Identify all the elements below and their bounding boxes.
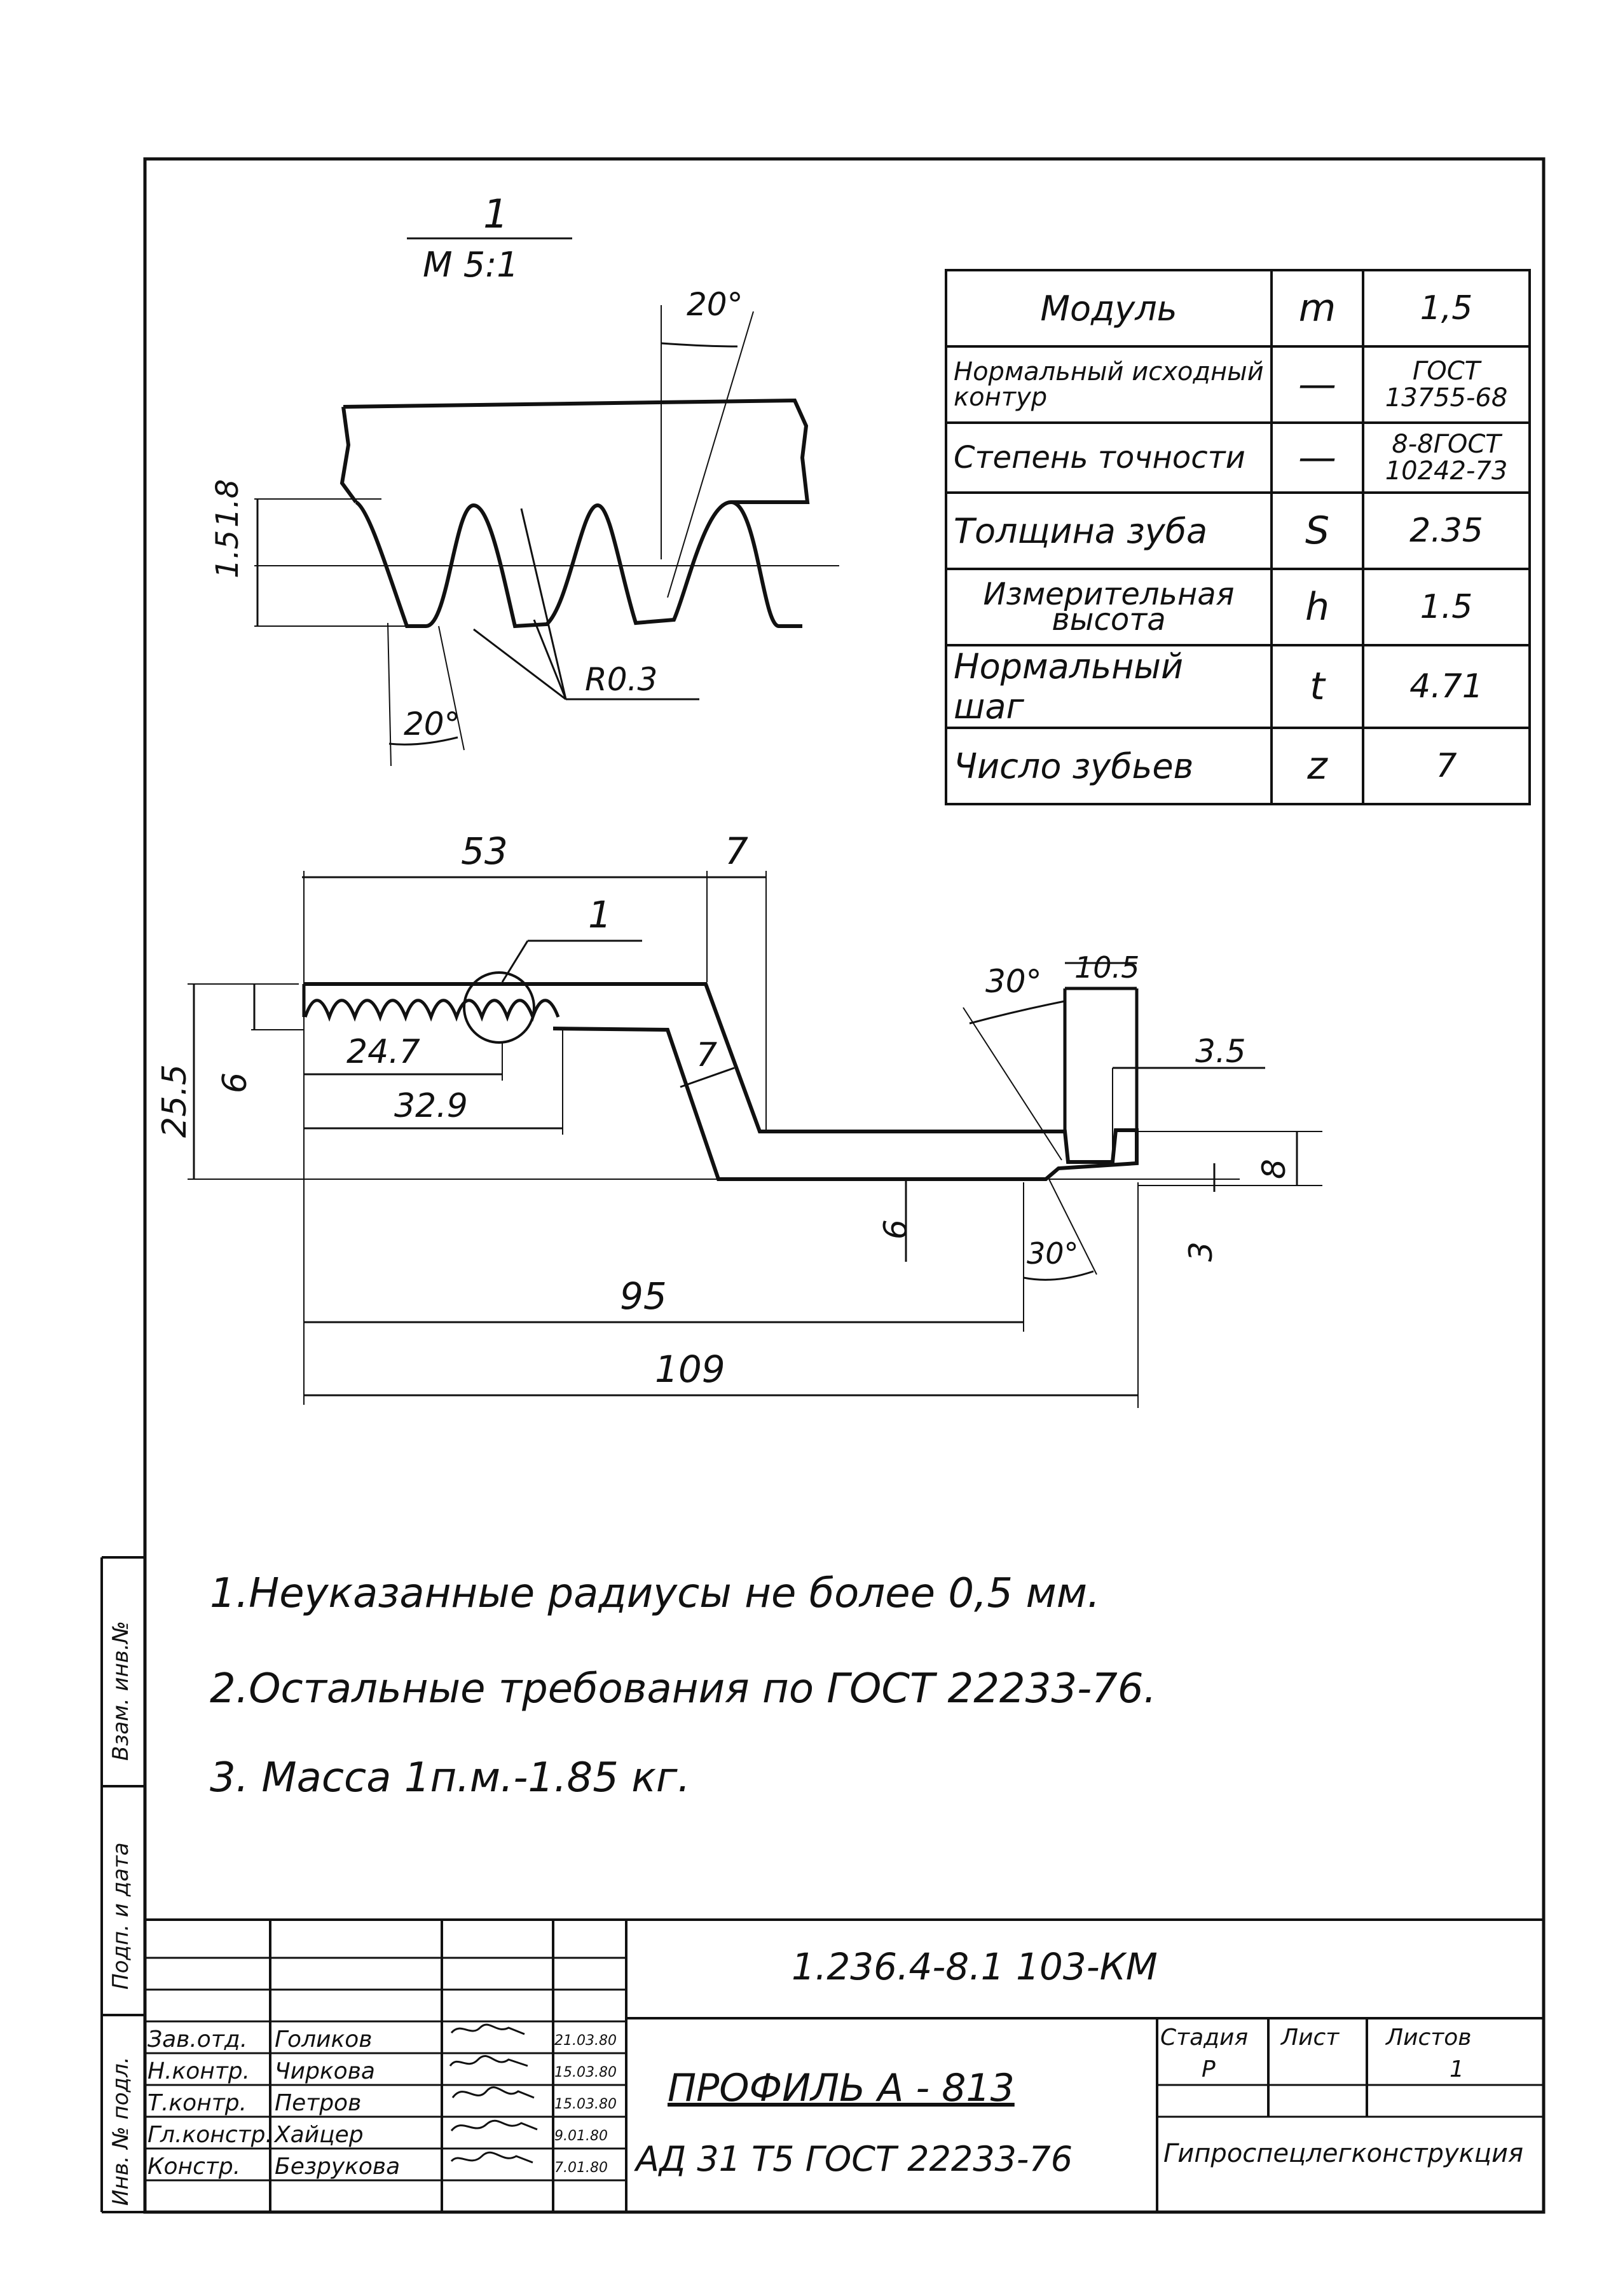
stamp-vzam-inv: Взам. инв.№ (108, 1620, 134, 1761)
profile-section-outline (304, 982, 1139, 1181)
stage-value: Р (1202, 2056, 1216, 2082)
sheets-label: Листов (1386, 2025, 1472, 2051)
note-3: 3. Масса 1п.м.-1.85 кг. (210, 1754, 690, 1801)
signer-name: Петров (275, 2090, 362, 2116)
signer-date: 21.03.80 (554, 2033, 617, 2049)
signer-role: Т.контр. (147, 2090, 247, 2116)
signer-date: 15.03.80 (554, 2065, 617, 2081)
param-name: Нормальный шаг (945, 644, 1273, 729)
detail-dim-1-5: 1.5 (210, 530, 245, 578)
param-value: 2.35 (1362, 491, 1531, 570)
param-value: 1,5 (1362, 269, 1531, 348)
param-name: Степень точности (945, 421, 1273, 494)
document-code: 1.236.4-8.1 103-КМ (792, 1945, 1158, 1988)
signature-khaitser (450, 2119, 538, 2132)
param-symbol: — (1270, 421, 1364, 494)
rack-teeth (303, 999, 560, 1022)
param-value: 1.5 (1362, 568, 1531, 646)
param-symbol: h (1270, 568, 1364, 646)
signer-name: Безрукова (275, 2154, 401, 2180)
param-symbol: — (1270, 345, 1364, 424)
stamp-sign-date: Подп. и дата (108, 1842, 134, 1990)
param-symbol: S (1270, 491, 1364, 570)
dim-7-top: 7 (725, 830, 748, 873)
sheet-label: Лист (1281, 2025, 1340, 2051)
note-1: 1.Неуказанные радиусы не более 0,5 мм. (210, 1570, 1100, 1617)
dim-10-5: 10.5 (1074, 950, 1140, 985)
drawing-frame (143, 157, 1546, 2214)
param-name: Измерительная высота (945, 568, 1273, 646)
tooth-detail-outline (339, 398, 810, 629)
title-line-2: АД 31 Т5 ГОСТ 22233-76 (636, 2139, 1073, 2179)
signer-role: Зав.отд. (147, 2026, 248, 2053)
signer-date: 15.03.80 (554, 2096, 617, 2112)
title-line-1: ПРОФИЛЬ А - 813 (668, 2066, 1015, 2110)
signer-date: 7.01.80 (554, 2160, 608, 2176)
detail-scale: M 5:1 (423, 245, 519, 285)
dim-7-diag: 7 (696, 1036, 718, 1074)
param-value: 4.71 (1362, 644, 1531, 729)
detail-dim-1-8: 1.8 (210, 479, 245, 528)
dim-53: 53 (461, 830, 508, 873)
dim-callout-1: 1 (588, 893, 612, 936)
dim-109: 109 (655, 1348, 725, 1391)
dim-6-mid: 6 (877, 1219, 914, 1240)
dim-24-7: 24.7 (346, 1033, 420, 1071)
dim-32-9: 32.9 (394, 1087, 468, 1125)
param-name: Толщина зуба (945, 491, 1273, 570)
param-name: Модуль (945, 269, 1273, 348)
signature-chirkova (449, 2055, 528, 2067)
signature-petrov (451, 2086, 535, 2099)
param-symbol: m (1270, 269, 1364, 348)
organization-name: Гипроспецлегконструкция (1163, 2139, 1524, 2168)
stage-label: Стадия (1160, 2025, 1249, 2051)
param-symbol: t (1270, 644, 1364, 729)
signature-bezrukova (450, 2151, 533, 2164)
detail-angle-bottom: 20° (404, 706, 460, 742)
dim-3-5: 3.5 (1195, 1033, 1246, 1070)
dim-angle-30-bottom: 30° (1027, 1236, 1079, 1271)
note-2: 2.Остальные требования по ГОСТ 22233-76. (210, 1665, 1156, 1712)
dim-25-5: 25.5 (156, 1064, 194, 1138)
dim-3: 3 (1183, 1241, 1219, 1262)
detail-number: 1 (483, 191, 509, 237)
dim-angle-30-top: 30° (985, 963, 1042, 1000)
param-value: 7 (1362, 727, 1531, 805)
dim-95: 95 (620, 1274, 667, 1318)
signature-golikov (450, 2023, 525, 2035)
sheets-value: 1 (1450, 2056, 1464, 2082)
param-name: Число зубьев (945, 727, 1273, 805)
param-symbol: z (1270, 727, 1364, 805)
dim-8: 8 (1256, 1159, 1292, 1179)
param-name: Нормальный исходный контур (945, 345, 1273, 424)
signer-name: Хайцер (275, 2122, 364, 2148)
signer-role: Гл.констр. (147, 2122, 273, 2148)
param-value: 8-8ГОСТ 10242-73 (1362, 421, 1531, 494)
detail-radius: R0.3 (585, 661, 658, 698)
signer-name: Чиркова (275, 2058, 375, 2084)
dim-6-left: 6 (216, 1072, 254, 1093)
signer-role: Констр. (147, 2154, 241, 2180)
param-value: ГОСТ 13755-68 (1362, 345, 1531, 424)
signer-date: 9.01.80 (554, 2128, 608, 2144)
detail-angle-top: 20° (687, 286, 743, 323)
signer-name: Голиков (275, 2026, 373, 2053)
stamp-inv-orig: Инв. № подл. (108, 2056, 134, 2206)
signer-role: Н.контр. (147, 2058, 250, 2084)
